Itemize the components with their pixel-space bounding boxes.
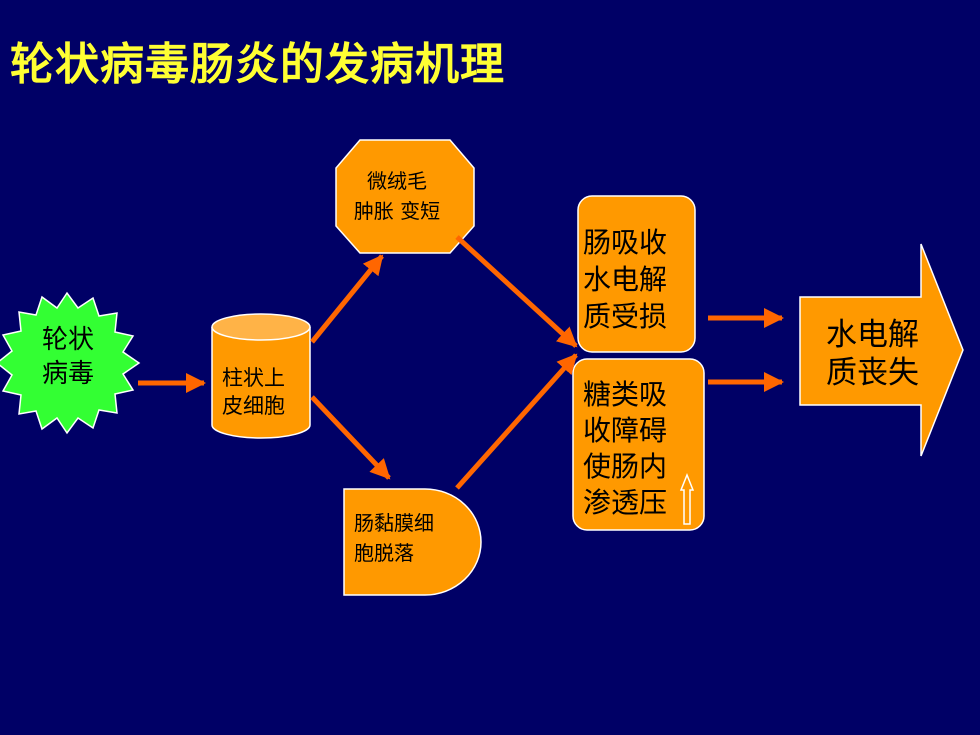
arrow-villi-to-absorb	[455, 235, 578, 348]
arrow-cell-to-villi	[310, 254, 384, 344]
cell-label-line1: 柱状上	[222, 366, 285, 390]
result-label-line2: 质丧失	[826, 355, 919, 391]
villi-label-line1: 微绒毛	[367, 169, 427, 193]
absorb-label-line3: 质受损	[583, 300, 668, 333]
page-title: 轮状病毒肠炎的发病机理	[10, 39, 505, 90]
sugar-label-line1: 糖类吸	[583, 378, 668, 411]
virus-label-line2: 病毒	[42, 359, 95, 389]
absorb-label-line1: 肠吸收	[583, 226, 668, 259]
absorb-box-shape	[577, 195, 696, 353]
cell-node-label: 柱状上 皮细胞	[222, 364, 285, 420]
result-block-arrow-shape	[799, 243, 964, 457]
sugar-label-line2: 收障碍	[583, 414, 668, 447]
villi-node-label: 微绒毛 肿胀 变短	[337, 166, 457, 226]
cell-cylinder-shape	[211, 313, 311, 439]
villi-label-line2: 肿胀 变短	[353, 199, 441, 223]
mucosa-node-label: 肠黏膜细 胞脱落	[354, 508, 434, 568]
mucosa-label-line1: 肠黏膜细	[354, 511, 434, 535]
sugar-label-line4: 渗透压	[583, 486, 668, 519]
absorb-label-line2: 水电解	[583, 263, 668, 296]
sugar-box-shape	[572, 358, 705, 531]
mucosa-delay-shape	[343, 488, 482, 596]
arrow-cell-to-mucosa	[310, 395, 391, 480]
cell-label-line2: 皮细胞	[222, 394, 285, 418]
virus-starburst-shape	[0, 291, 141, 435]
result-node-label: 水电解 质丧失	[826, 316, 919, 392]
result-label-line1: 水电解	[826, 317, 919, 353]
absorb-node-label: 肠吸收 水电解 质受损	[583, 224, 667, 335]
mucosa-label-line2: 胞脱落	[354, 541, 414, 565]
up-arrow-icon	[679, 472, 695, 525]
sugar-label-line3: 使肠内	[583, 450, 668, 483]
sugar-node-label: 糖类吸 收障碍 使肠内 渗透压	[583, 377, 667, 521]
virus-node-label: 轮状 病毒	[42, 323, 94, 391]
virus-label-line1: 轮状	[42, 325, 95, 355]
arrow-mucosa-to-absorb	[455, 353, 578, 490]
villi-octagon-shape	[335, 139, 475, 254]
